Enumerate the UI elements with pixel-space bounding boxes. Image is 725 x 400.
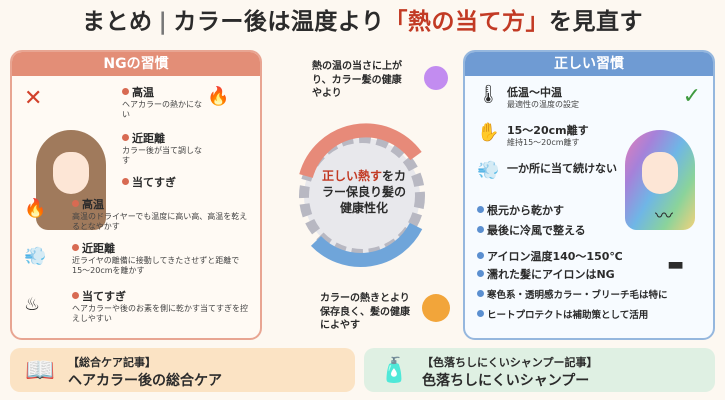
title-highlight: 「熱の当て方」 bbox=[384, 9, 549, 35]
shampoo-article-link[interactable]: 🧴 【色落ちしにくいシャンプー記事】 色落ちしにくいシャンプー bbox=[364, 348, 715, 392]
ok-item-desc: 最適性の温度の設定 bbox=[507, 99, 579, 109]
thermometer-icon: 🌡 bbox=[477, 84, 500, 105]
ng-item-desc: 高温のドライヤーでも温度に高い高、高温を乾えるとなやかす bbox=[72, 211, 248, 231]
cycle-center-highlight: 正しい熱す bbox=[321, 169, 382, 183]
shampoo-bottle-icon: 🧴 bbox=[379, 356, 409, 384]
ng-item-desc: 近ライヤの離備に接動してきたさせずと距離で15〜20cmを離かす bbox=[72, 255, 240, 275]
cycle-bottom-text: カラーの熱きとより保存良く、髪の健康によやす bbox=[320, 293, 410, 331]
ok-item-6: アイロン温度140〜150℃ bbox=[477, 250, 647, 264]
ok-item-4: 根元から乾かす bbox=[477, 204, 627, 218]
ng-habits-panel: NGの習慣 ✕ 🔥 高温 ヘアカラーの熱かにない 近距離 カラー後が当て調しなす… bbox=[10, 50, 262, 340]
ok-item-title: ヒートプロテクトは補助策として活用 bbox=[487, 310, 649, 321]
total-care-article-link[interactable]: 📖 【総合ケア記事】 ヘアカラー後の総合ケア bbox=[10, 348, 355, 392]
ng-item-4: 高温 高温のドライヤーでも温度に高い高、高温を乾えるとなやかす bbox=[72, 198, 252, 232]
red-arrow bbox=[299, 123, 422, 179]
cycle-center-text: 正しい熱すをカラー保良り髪の健康性化 bbox=[318, 168, 410, 217]
ok-item-5: 最後に冷風で整える bbox=[477, 224, 627, 238]
flat-iron-icon: ▬ bbox=[667, 254, 685, 275]
hair-dryer-icon: ♨ bbox=[24, 294, 41, 315]
ok-item-title: 最後に冷風で整える bbox=[487, 224, 586, 237]
wind-icon: 〰 bbox=[655, 206, 673, 227]
correct-habits-header: 正しい習慣 bbox=[465, 52, 713, 76]
hair-dryer-icon: 🔥 bbox=[207, 86, 230, 107]
book-icon: 📖 bbox=[25, 356, 55, 384]
blue-arrow bbox=[310, 222, 423, 268]
woman-rainbow-hair-illustration bbox=[625, 130, 695, 230]
ok-item-title: アイロン温度140〜150℃ bbox=[487, 250, 623, 263]
title-mid: カラー後は温度より bbox=[173, 9, 385, 35]
shampoo-label: 【色落ちしにくいシャンプー記事】 bbox=[422, 356, 598, 369]
ng-item-title: 当てすぎ bbox=[82, 290, 126, 303]
hand-icon: ✋ bbox=[477, 122, 500, 143]
ok-item-7: 濡れた髪にアイロンはNG bbox=[477, 268, 647, 282]
ok-item-desc: 維持15〜20cm離す bbox=[507, 137, 580, 147]
ng-item-6: 当てすぎ ヘアカラーや後のお素を側に乾かす当てすぎを控えしやすい bbox=[72, 290, 252, 324]
ng-item-title: 近距離 bbox=[132, 132, 165, 145]
check-mark-icon: ✓ bbox=[682, 84, 701, 109]
total-care-label: 【総合ケア記事】 bbox=[68, 356, 156, 369]
ng-item-title: 当てすぎ bbox=[132, 176, 176, 189]
ng-item-desc: カラー後が当て調しなす bbox=[122, 145, 202, 165]
ng-item-desc: ヘアカラーや後のお素を側に乾かす当てすぎを控えしやすい bbox=[72, 303, 248, 323]
ng-item-title: 近距離 bbox=[82, 242, 115, 255]
ok-item-title: 低温〜中温 bbox=[507, 86, 562, 99]
hair-dryer-icon: 💨 bbox=[477, 160, 500, 181]
ng-habits-header: NGの習慣 bbox=[12, 52, 260, 76]
color-wheel-icon bbox=[422, 294, 450, 322]
ok-item-1: 低温〜中温 最適性の温度の設定 bbox=[507, 86, 623, 110]
ng-item-title: 高温 bbox=[132, 86, 154, 99]
ok-item-title: 濡れた髪にアイロンはNG bbox=[487, 268, 615, 281]
cycle-center-rest: をカラー保良り髪の健康性化 bbox=[321, 169, 407, 216]
ok-item-title: 一か所に当て続けない bbox=[507, 162, 617, 175]
title-tail: を見直す bbox=[548, 9, 643, 35]
ok-item-8: 寒色系・透明感カラー・ブリーチ毛は特に bbox=[477, 290, 709, 302]
hair-dryer-icon: 💨 bbox=[24, 246, 47, 267]
cycle-diagram bbox=[299, 66, 450, 322]
ok-item-3: 一か所に当て続けない bbox=[507, 162, 617, 176]
ng-item-2: 近距離 カラー後が当て調しなす bbox=[122, 132, 202, 166]
ok-item-2: 15〜20cm離す 維持15〜20cm離す bbox=[507, 124, 623, 148]
woman-brown-hair-illustration bbox=[36, 130, 106, 230]
ng-item-title: 高温 bbox=[82, 198, 104, 211]
ng-item-5: 近距離 近ライヤの離備に接動してきたさせずと距離で15〜20cmを離かす bbox=[72, 242, 252, 276]
ok-item-title: 根元から乾かす bbox=[487, 204, 564, 217]
shampoo-text: 色落ちしにくいシャンプー bbox=[422, 373, 590, 389]
ok-item-title: 寒色系・透明感カラー・ブリーチ毛は特に bbox=[487, 290, 668, 301]
ok-item-title: 15〜20cm離す bbox=[507, 124, 589, 137]
correct-habits-panel: 正しい習慣 ✓ 🌡 低温〜中温 最適性の温度の設定 ✋ 15〜20cm離す 維持… bbox=[463, 50, 715, 340]
ng-item-desc: ヘアカラーの熱かにない bbox=[122, 99, 202, 119]
hair-dryer-icon: 🔥 bbox=[24, 198, 47, 219]
title-lead: まとめ bbox=[82, 9, 153, 35]
page-title: まとめ|カラー後は温度より「熱の当て方」を見直す bbox=[0, 0, 725, 44]
ng-item-1: 高温 ヘアカラーの熱かにない bbox=[122, 86, 202, 120]
x-mark-icon: ✕ bbox=[24, 86, 43, 111]
color-wheel-icon bbox=[424, 66, 448, 90]
ok-item-9: ヒートプロテクトは補助策として活用 bbox=[477, 310, 709, 322]
ng-item-3: 当てすぎ bbox=[122, 176, 202, 190]
cycle-top-text: 熱の温の当さに上がり、カラー髪の健康やより bbox=[312, 61, 402, 99]
title-separator: | bbox=[158, 9, 168, 35]
total-care-text: ヘアカラー後の総合ケア bbox=[68, 373, 222, 389]
